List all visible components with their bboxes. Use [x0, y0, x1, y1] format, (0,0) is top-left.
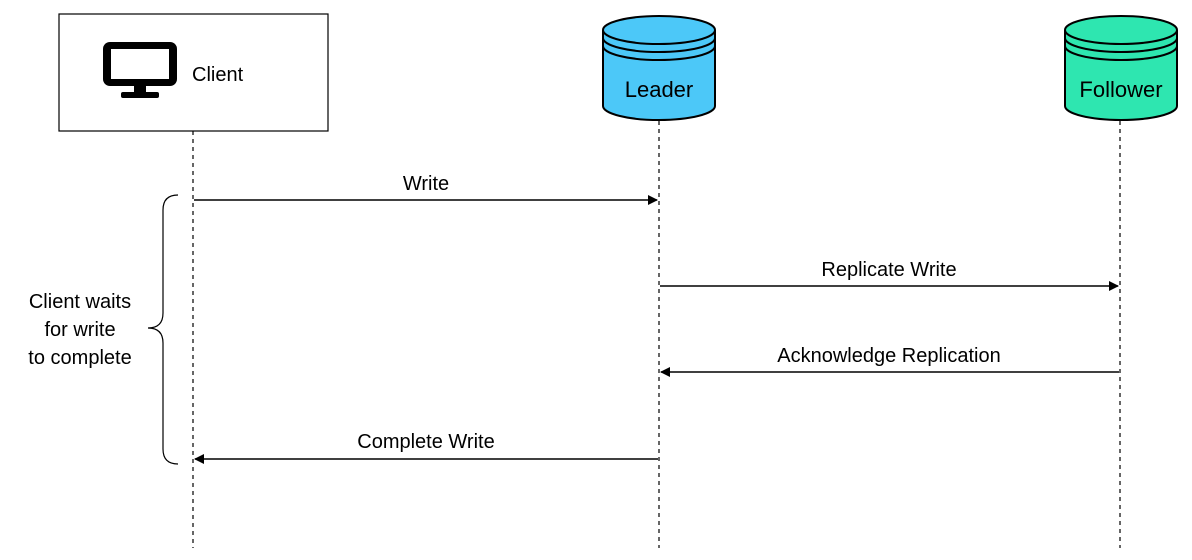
message-replicate-write-label: Replicate Write: [821, 259, 956, 281]
message-acknowledge-replication: Acknowledge Replication: [660, 345, 1119, 377]
annotation-line-2: for write: [44, 319, 115, 341]
annotation-line-3: to complete: [28, 347, 131, 369]
client-participant: Client: [58, 13, 329, 132]
message-write-label: Write: [403, 173, 449, 195]
leader-label: Leader: [625, 77, 694, 102]
leader-database: Leader: [602, 15, 716, 121]
message-complete-write: Complete Write: [194, 431, 658, 464]
message-complete-write-label: Complete Write: [357, 431, 494, 453]
wait-annotation: Client waits for write to complete: [28, 291, 131, 369]
message-acknowledge-replication-label: Acknowledge Replication: [777, 345, 1000, 367]
monitor-icon: [103, 42, 177, 98]
wait-brace: [147, 194, 179, 465]
annotation-line-1: Client waits: [29, 291, 131, 313]
message-write: Write: [194, 173, 658, 205]
follower-label: Follower: [1079, 77, 1162, 102]
follower-database: Follower: [1064, 15, 1178, 121]
client-label: Client: [192, 64, 244, 86]
message-replicate-write: Replicate Write: [660, 259, 1119, 291]
